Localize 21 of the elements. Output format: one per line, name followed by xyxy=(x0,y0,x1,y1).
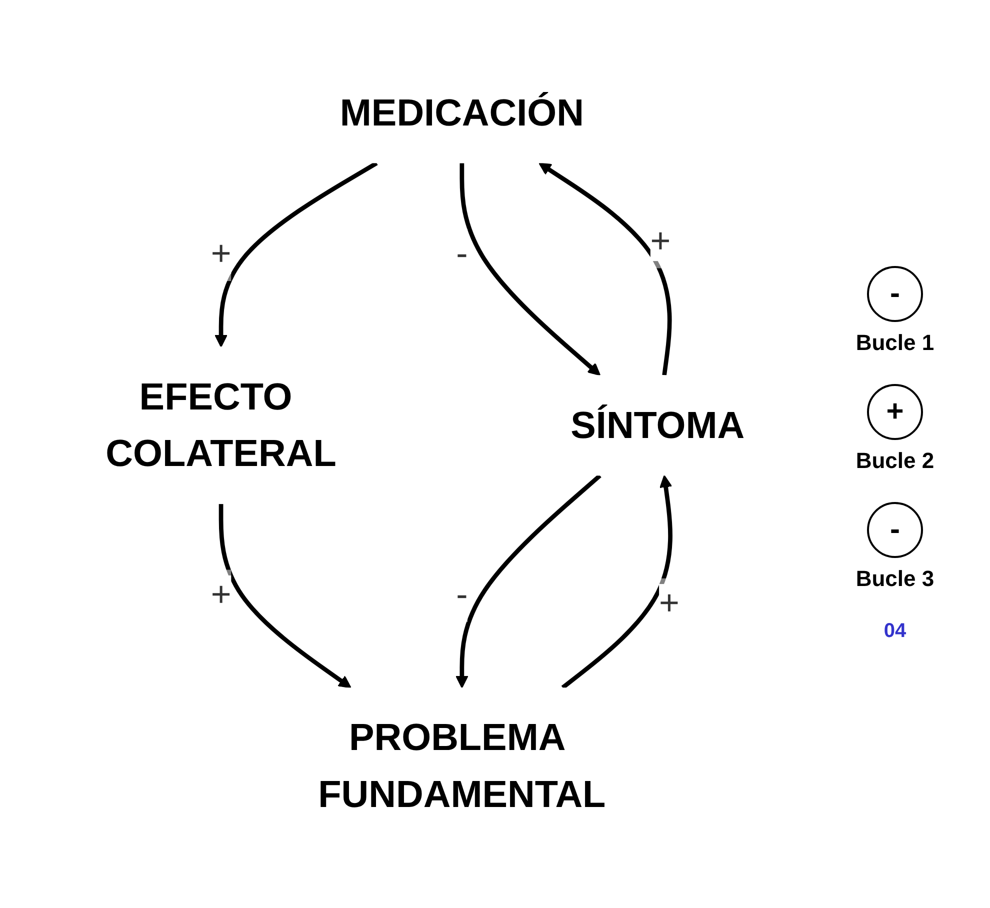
loop-polarity-symbol: - xyxy=(866,502,923,558)
edge-label: + xyxy=(210,234,232,274)
node-text: EFECTO COLATERAL xyxy=(106,374,336,476)
page-number: 04 xyxy=(884,620,906,642)
loop-polarity-symbol: - xyxy=(866,266,923,322)
arrow xyxy=(561,475,672,690)
arrow xyxy=(460,163,601,376)
edge-label: + xyxy=(650,222,671,262)
arrow xyxy=(218,504,352,688)
edge-label: + xyxy=(210,576,232,615)
edge-label: + xyxy=(659,584,680,624)
loop-label: Bucle 2 xyxy=(856,448,934,474)
loop-label: Bucle 3 xyxy=(856,566,934,592)
loop-polarity-symbol: + xyxy=(866,384,923,440)
arrow xyxy=(214,162,378,348)
edge-label: - xyxy=(456,234,468,274)
node-text: PROBLEMA FUNDAMENTAL xyxy=(318,715,606,816)
node-text: MEDICACIÓN xyxy=(340,90,584,134)
loop-label: Bucle 1 xyxy=(856,330,934,356)
node-text: SÍNTOMA xyxy=(570,403,745,447)
edge-label: - xyxy=(456,576,468,615)
